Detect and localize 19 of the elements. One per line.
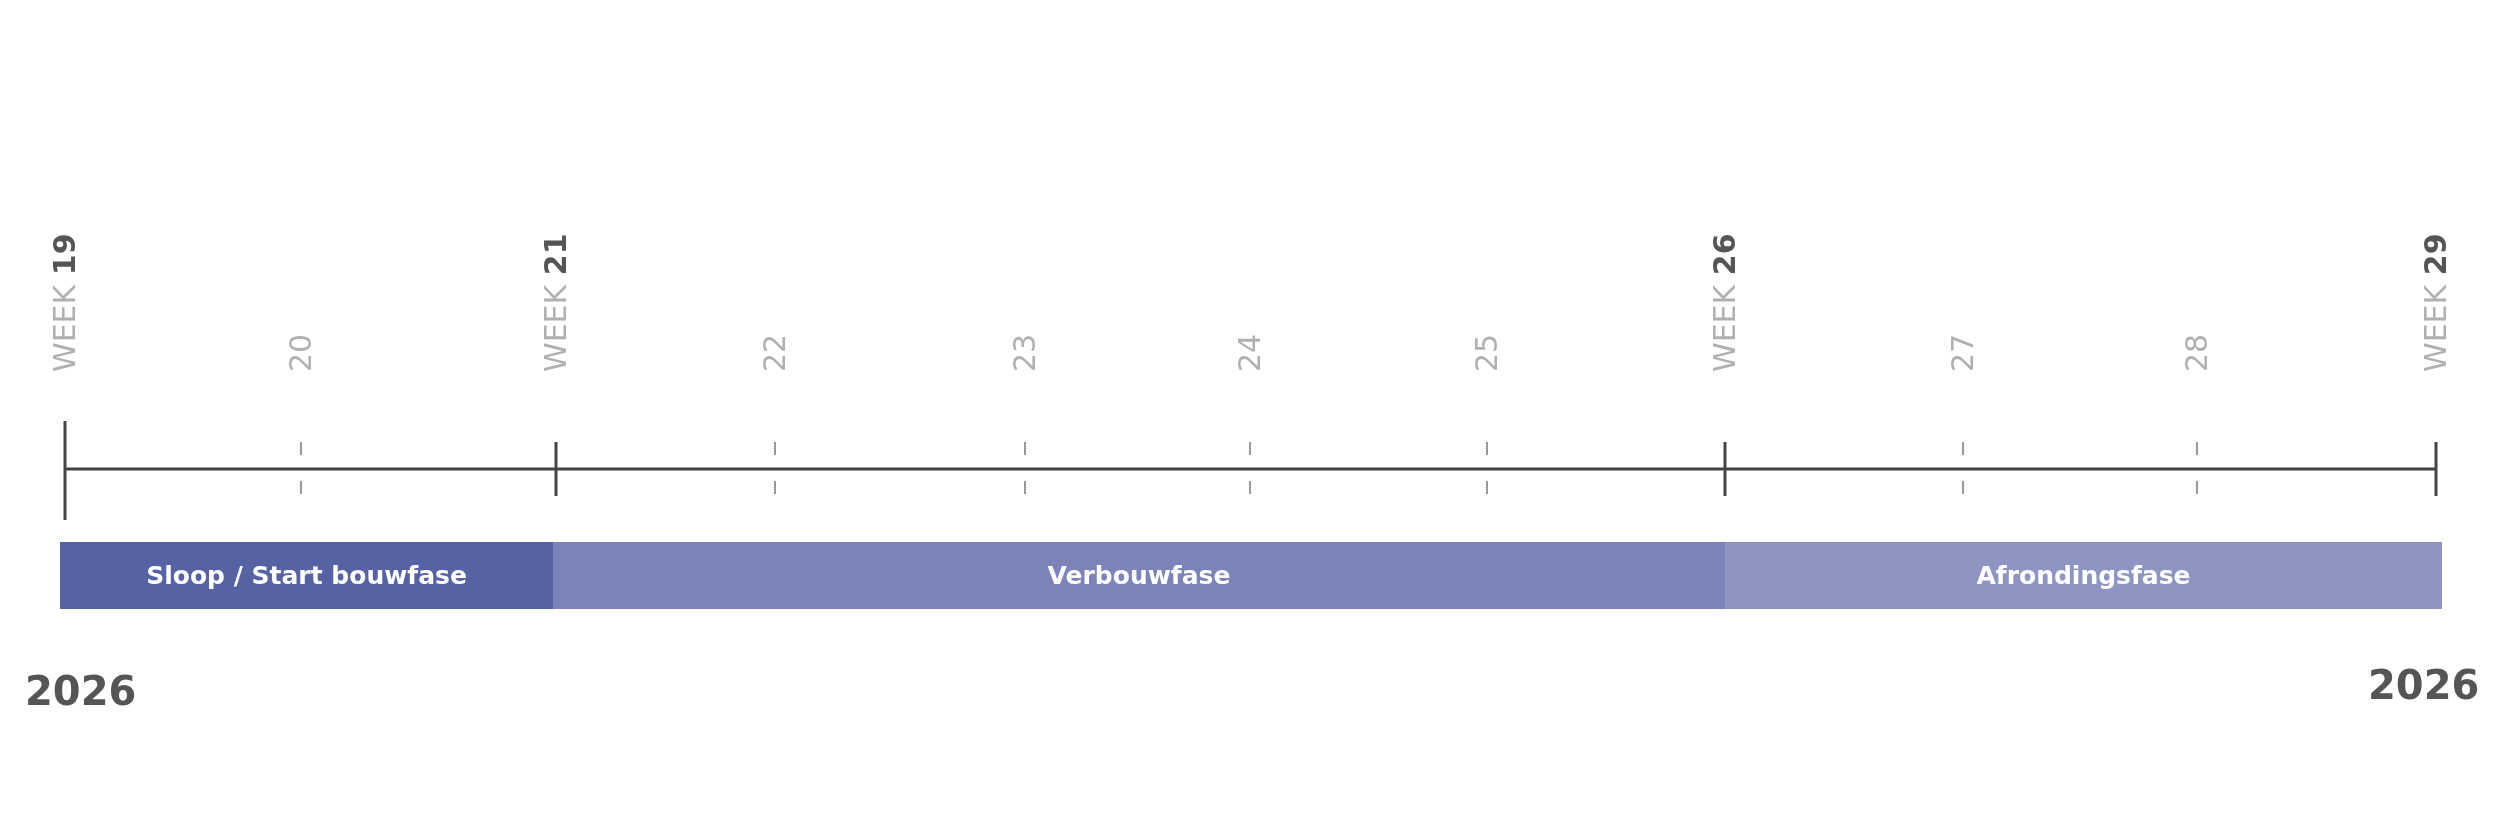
phase-label: Afrondingsfase xyxy=(1976,561,2191,590)
phase-bar xyxy=(60,542,553,609)
week-label: 27 xyxy=(1945,333,1981,372)
week-label: 20 xyxy=(283,333,319,372)
week-label: WEEK 26 xyxy=(1707,233,1743,372)
phase-bar xyxy=(553,542,1725,609)
week-label: WEEK 19 xyxy=(47,233,83,372)
year-label: 2026 xyxy=(2368,662,2480,708)
week-label: WEEK 21 xyxy=(538,233,574,372)
week-label: 25 xyxy=(1469,333,1505,372)
phase-bar xyxy=(1725,542,2442,609)
week-label: 22 xyxy=(757,333,793,372)
week-label: 28 xyxy=(2179,333,2215,372)
phase-label: Sloop / Start bouwfase xyxy=(146,561,467,590)
year-label: 2026 xyxy=(25,668,137,714)
phase-label: Verbouwfase xyxy=(1047,561,1231,590)
week-label: WEEK 29 xyxy=(2418,233,2454,372)
week-label: 23 xyxy=(1007,333,1043,372)
week-label: 24 xyxy=(1232,333,1268,372)
